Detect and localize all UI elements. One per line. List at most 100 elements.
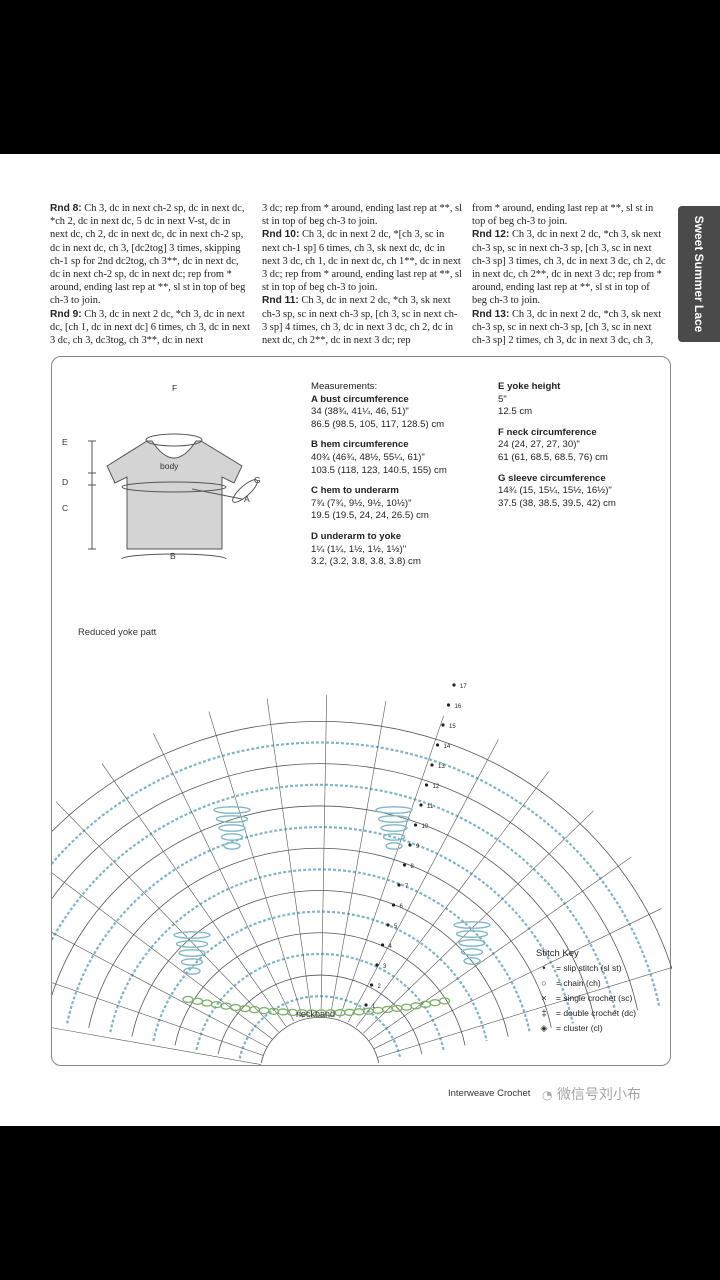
chart-lace-motif bbox=[219, 825, 245, 831]
stitch-key-label: = cluster (cl) bbox=[556, 1023, 603, 1033]
chart-neckband-chain bbox=[392, 1005, 402, 1011]
stitch-key-item: ‡= double crochet (dc) bbox=[536, 1006, 636, 1021]
chart-spoke bbox=[356, 772, 549, 1028]
pattern-page: Rnd 8: Ch 3, dc in next ch-2 sp, dc in n… bbox=[0, 154, 720, 1126]
neckband-label: neckband bbox=[296, 1009, 335, 1019]
chart-round-number: 10 bbox=[422, 824, 429, 830]
measurement-imperial: 14¾ (15, 15¼, 15½, 16½)" bbox=[498, 485, 663, 498]
stitch-symbol-icon: × bbox=[536, 991, 552, 1006]
measurement-metric: 86.5 (98.5, 105, 117, 128.5) cm bbox=[311, 419, 491, 432]
chart-round-marker bbox=[408, 843, 411, 846]
label-body: body bbox=[160, 461, 178, 471]
instruction-paragraph: Rnd 8: Ch 3, dc in next ch-2 sp, dc in n… bbox=[50, 202, 250, 308]
chart-round-marker bbox=[386, 923, 389, 926]
chart-round-marker bbox=[375, 963, 378, 966]
chart-lace-motif bbox=[214, 807, 250, 813]
garment-schematic bbox=[52, 389, 272, 559]
measurements-right: E yoke height5"12.5 cm F neck circumferen… bbox=[498, 381, 663, 518]
chart-spoke bbox=[102, 764, 286, 1026]
chart-lace-motif bbox=[177, 941, 208, 947]
chart-lace-motif bbox=[376, 807, 412, 813]
instruction-paragraph: Rnd 12: Ch 3, dc in next 2 dc, *ch 3, sk… bbox=[472, 228, 666, 307]
chart-lace-motif bbox=[379, 816, 410, 822]
measurement-heading: C hem to underarm bbox=[311, 485, 491, 498]
chart-round-number: 3 bbox=[383, 964, 387, 970]
measurement-metric: 12.5 cm bbox=[498, 406, 663, 419]
chart-round-marker bbox=[447, 703, 450, 706]
chart-round-marker bbox=[430, 763, 433, 766]
chart-neckband-chain bbox=[202, 1000, 212, 1006]
stitch-symbol-icon: ◈ bbox=[536, 1021, 552, 1036]
chart-round-arc bbox=[89, 848, 552, 1028]
instruction-column-3: from * around, ending last rep at **, sl… bbox=[472, 202, 666, 347]
wechat-icon: ◔ bbox=[542, 1088, 552, 1102]
chart-round-marker bbox=[441, 723, 444, 726]
chart-neckband-chain bbox=[335, 1010, 345, 1016]
stitch-key-title: Stitch Key bbox=[536, 948, 636, 959]
instruction-paragraph: from * around, ending last rep at **, sl… bbox=[472, 202, 666, 228]
chart-spoke bbox=[348, 739, 498, 1022]
measurement-heading: F neck circumference bbox=[498, 427, 663, 440]
instruction-paragraph: Rnd 10: Ch 3, dc in next 2 dc, *[ch 3, s… bbox=[262, 228, 462, 294]
instruction-text: Ch 3, dc in next 2 dc, *ch 3, sk next ch… bbox=[472, 229, 666, 306]
chart-lace-motif bbox=[224, 843, 240, 849]
measurement-imperial: 24 (24, 27, 27, 30)" bbox=[498, 439, 663, 452]
chart-round-marker bbox=[403, 863, 406, 866]
chart-round-marker bbox=[425, 783, 428, 786]
chart-round-number: 17 bbox=[460, 684, 467, 690]
instruction-paragraph: Rnd 13: Ch 3, dc in next 2 dc, *ch 3, sk… bbox=[472, 308, 666, 348]
stitch-symbol-icon: ‡ bbox=[536, 1006, 552, 1021]
chart-round-arc bbox=[52, 785, 616, 1015]
stitch-key-label: = chain (ch) bbox=[556, 978, 601, 988]
instruction-text: 3 dc; rep from * around, ending last rep… bbox=[262, 203, 462, 227]
chart-neckband-chain bbox=[430, 1000, 440, 1006]
chart-round-marker bbox=[452, 683, 455, 686]
footer-credit: Interweave Crochet bbox=[448, 1088, 530, 1099]
chart-lace-motif bbox=[462, 949, 483, 955]
neck-loop bbox=[146, 434, 202, 446]
stitch-key-item: ◈ = cluster (cl) bbox=[536, 1021, 636, 1036]
round-label: Rnd 9: bbox=[50, 309, 82, 320]
watermark: ◔ 微信号刘小布 bbox=[542, 1084, 641, 1104]
stitch-key-item: × = single crochet (sc) bbox=[536, 991, 636, 1006]
measurement-heading: G sleeve circumference bbox=[498, 473, 663, 486]
measurement-imperial: 5" bbox=[498, 394, 663, 407]
chart-neckband-chain bbox=[183, 996, 193, 1002]
chart-round-number: 16 bbox=[455, 704, 462, 710]
stitch-key-label: = slip stitch (sl st) bbox=[556, 963, 621, 973]
chart-round-marker bbox=[392, 903, 395, 906]
chart-lace-motif bbox=[386, 843, 402, 849]
chart-round-marker bbox=[436, 743, 439, 746]
measurement-imperial: 40¾ (46¾, 48½, 55¼, 61)" bbox=[311, 452, 491, 465]
chart-neckband-chain bbox=[193, 998, 203, 1004]
chart-spoke bbox=[267, 699, 312, 1016]
chart-round-number: 2 bbox=[378, 984, 382, 990]
measurement-heading: A bust circumference bbox=[311, 394, 491, 407]
instruction-text: Ch 3, dc in next ch-2 sp, dc in next dc,… bbox=[50, 203, 245, 306]
chart-round-arc bbox=[153, 912, 486, 1041]
round-label: Rnd 12: bbox=[472, 229, 509, 240]
chart-round-arc bbox=[261, 1017, 379, 1063]
chart-round-arc bbox=[197, 954, 444, 1050]
chart-spoke bbox=[56, 802, 278, 1032]
chart-neckband-chain bbox=[259, 1008, 269, 1014]
round-label: Rnd 11: bbox=[262, 295, 299, 306]
chart-lace-motif bbox=[381, 825, 407, 831]
measurement-heading: E yoke height bbox=[498, 381, 663, 394]
label-a: A bbox=[244, 494, 250, 504]
chart-neckband-chain bbox=[354, 1009, 364, 1015]
measurement-metric: 3.2, (3.2, 3.8, 3.8, 3.8) cm bbox=[311, 556, 491, 569]
stitch-key-label: = single crochet (sc) bbox=[556, 993, 632, 1003]
chart-lace-motif bbox=[182, 959, 203, 965]
chart-lace-motif bbox=[184, 968, 200, 974]
label-d: D bbox=[62, 477, 68, 487]
stitch-symbol-icon: ○ bbox=[536, 976, 552, 991]
chart-lace-motif bbox=[457, 931, 488, 937]
label-c: C bbox=[62, 503, 68, 513]
round-label: Rnd 10: bbox=[262, 229, 299, 240]
chart-lace-motif bbox=[179, 950, 205, 956]
measurement-metric: 37.5 (38, 38.5, 39.5, 42) cm bbox=[498, 498, 663, 511]
round-label: Rnd 13: bbox=[472, 309, 509, 320]
instruction-paragraph: 3 dc; rep from * around, ending last rep… bbox=[262, 202, 462, 228]
measurements-title: Measurements: bbox=[311, 381, 491, 394]
